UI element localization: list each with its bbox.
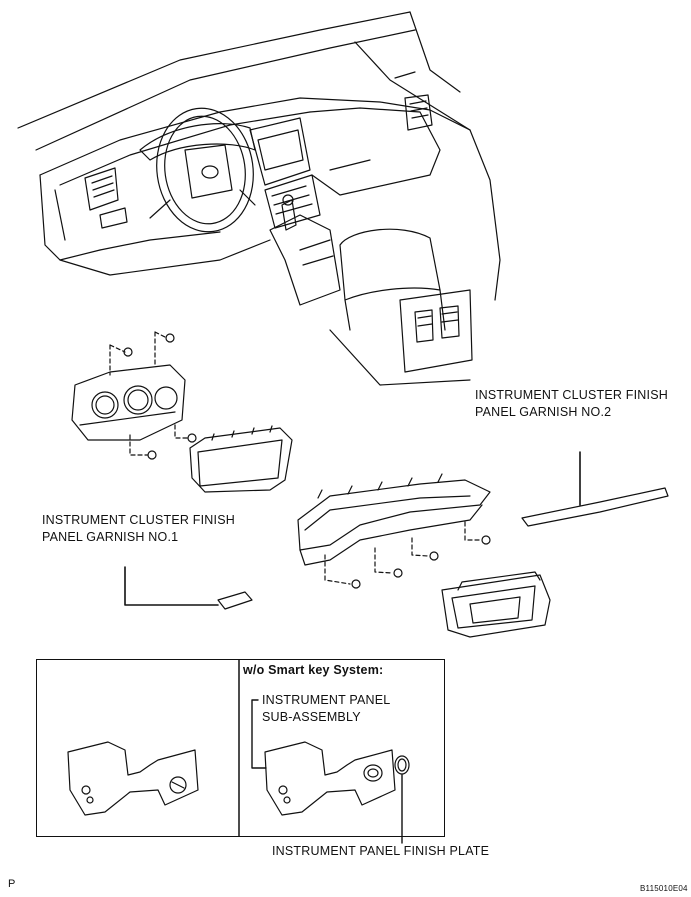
label-garnish-no1: INSTRUMENT CLUSTER FINISH PANEL GARNISH … [42, 512, 235, 546]
instrument-cluster-illustration [71, 331, 197, 460]
cluster-lens-illustration [189, 425, 293, 493]
label-finish-plate: INSTRUMENT PANEL FINISH PLATE [272, 844, 490, 858]
center-panel-illustration [441, 571, 551, 638]
label-garnish-no2-line2: PANEL GARNISH NO.2 [475, 405, 612, 419]
label-garnish-no2-line1: INSTRUMENT CLUSTER FINISH [475, 388, 668, 402]
label-garnish-no1-line2: PANEL GARNISH NO.1 [42, 530, 179, 544]
label-garnish-no1-line1: INSTRUMENT CLUSTER FINISH [42, 513, 235, 527]
variant-heading: w/o Smart key System: [243, 663, 384, 677]
label-panel-subassembly: INSTRUMENT PANEL SUB-ASSEMBLY [262, 692, 390, 726]
corner-left-mark: P [8, 878, 16, 890]
dashboard-illustration [17, 11, 501, 386]
label-garnish-no2: INSTRUMENT CLUSTER FINISH PANEL GARNISH … [475, 387, 668, 421]
label-panel-subassembly-line1: INSTRUMENT PANEL [262, 693, 391, 707]
label-panel-subassembly-line2: SUB-ASSEMBLY [262, 710, 361, 724]
cluster-finish-panel-illustration [297, 473, 491, 589]
variant-inset-box [36, 659, 445, 837]
garnish-no1-illustration [124, 566, 253, 610]
figure-id: B115010E04 [640, 884, 688, 893]
garnish-no2-illustration [521, 451, 669, 527]
panel-subassembly-right-illustration [251, 699, 396, 816]
finish-plate-illustration [394, 755, 410, 844]
panel-subassembly-left-illustration [67, 741, 199, 816]
